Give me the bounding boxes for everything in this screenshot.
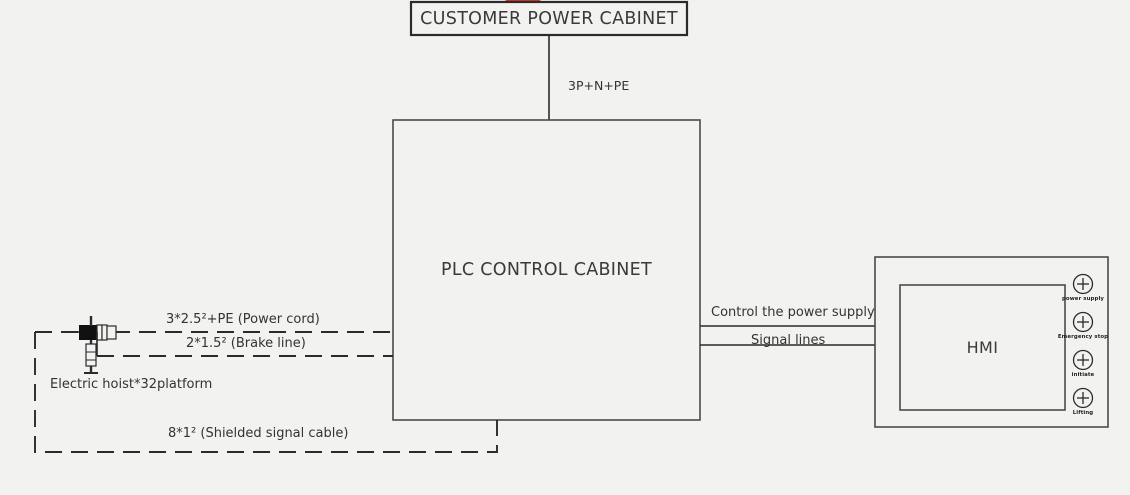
- electric-hoist-icon: [68, 316, 117, 374]
- hmi-button-power-supply[interactable]: [1072, 273, 1094, 295]
- brake-line-label: 2*1.5² (Brake line): [186, 336, 306, 351]
- shielded-signal-cable-line: [34, 332, 498, 453]
- shielded-signal-cable-label: 8*1² (Shielded signal cable): [168, 426, 349, 441]
- hmi-button-lifting-label: Lifting: [1072, 410, 1094, 416]
- hmi-button-lifting[interactable]: [1072, 387, 1094, 409]
- hmi-button-emergency-stop-label: Emergency stop: [1057, 334, 1109, 340]
- control-power-supply-label: Control the power supply: [711, 305, 875, 320]
- signal-lines-label: Signal lines: [751, 333, 826, 348]
- plc-control-cabinet-box: [392, 119, 701, 421]
- hmi-inner-screen: [899, 284, 1066, 411]
- hmi-label: HMI: [966, 338, 999, 357]
- electric-hoist-label: Electric hoist*32platform: [50, 377, 213, 392]
- hmi-button-initiate[interactable]: [1072, 349, 1094, 371]
- plc-control-cabinet-label: PLC CONTROL CABINET: [440, 260, 652, 280]
- hmi-button-initiate-label: initiate: [1071, 372, 1095, 378]
- customer-power-cabinet-box: [409, 0, 689, 37]
- mains-feed-label: 3P+N+PE: [568, 78, 630, 93]
- hmi-button-power-supply-label: power supply: [1061, 296, 1105, 302]
- hmi-button-emergency-stop[interactable]: [1072, 311, 1094, 333]
- customer-power-cabinet-label: CUSTOMER POWER CABINET: [420, 8, 678, 29]
- power-cord-label: 3*2.5²+PE (Power cord): [166, 312, 320, 327]
